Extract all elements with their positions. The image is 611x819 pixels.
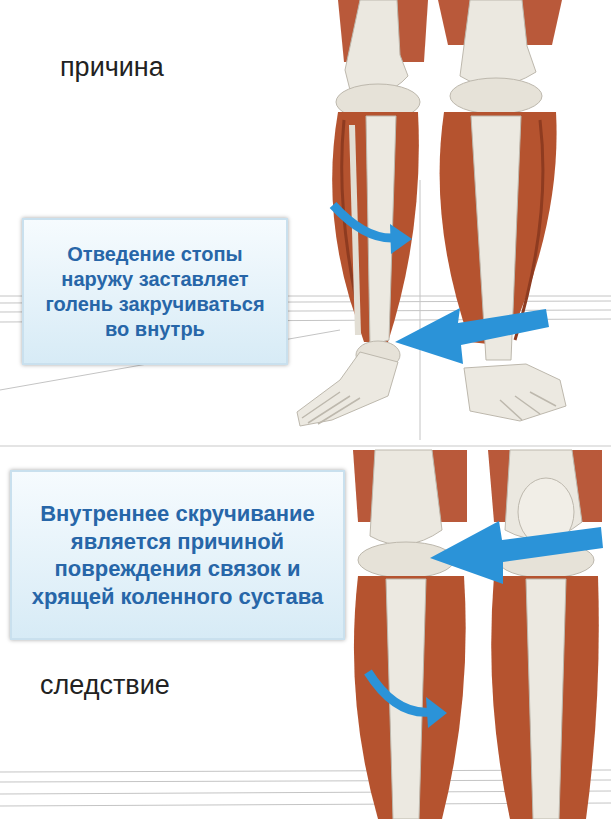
callout-box: Внутреннее скручивание является причиной… <box>10 470 345 640</box>
callout-text: Отведение стопы наружу заставляет голень… <box>38 242 272 342</box>
right-leg-bottom <box>488 450 602 819</box>
callout-box: Отведение стопы наружу заставляет голень… <box>22 218 288 365</box>
panel-label: причина <box>60 52 164 83</box>
rotation-arrows <box>333 205 603 728</box>
left-leg-bottom <box>353 450 467 819</box>
callout-text: Внутреннее скручивание является причиной… <box>24 500 331 610</box>
left-leg-top <box>297 0 428 426</box>
panel-label: следствие <box>40 670 170 701</box>
panel-divider <box>0 445 611 447</box>
